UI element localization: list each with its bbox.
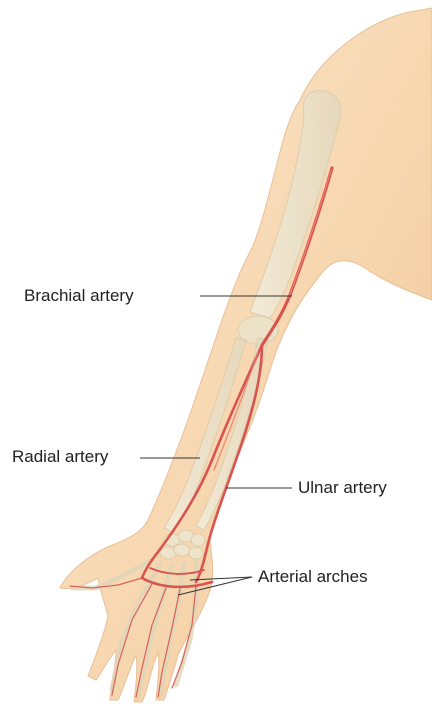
arm-silhouette bbox=[60, 8, 432, 702]
label-arterial-arches: Arterial arches bbox=[258, 567, 368, 587]
label-ulnar-artery: Ulnar artery bbox=[298, 478, 387, 498]
label-radial-artery: Radial artery bbox=[12, 447, 108, 467]
label-brachial-artery: Brachial artery bbox=[24, 286, 134, 306]
